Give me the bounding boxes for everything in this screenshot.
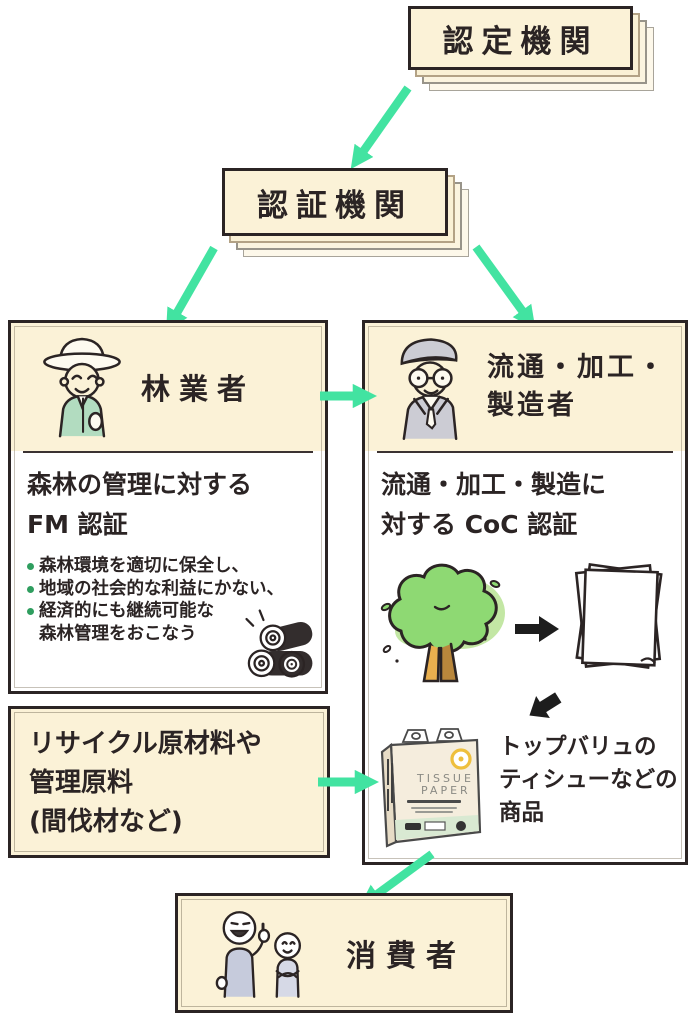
manufacturer-illustration (400, 338, 458, 440)
black-arrow-right-icon (515, 616, 559, 642)
consumer-label: 消費者 (346, 939, 466, 974)
materials-box: リサイクル原材料や 管理原料 (間伐材など) (8, 706, 330, 858)
list-item: 地域の社会的な利益にかない、 (27, 578, 311, 601)
black-arrow-down-left-icon (529, 692, 562, 719)
package-brand-line1: TISSUE (416, 772, 474, 785)
fm-cert-title-line1: 森林の管理に対する (27, 470, 253, 499)
bullet-text-continued: 森林管理をおこなう (39, 623, 197, 644)
manufacturer-label-line1: 流通・加工・ (487, 352, 667, 383)
product-caption-line2: ティシューなどの (499, 767, 678, 793)
certification-box: 認証機関 (222, 168, 448, 236)
arrow-materials-to-manufacturer (318, 769, 380, 795)
certification-node: 認証機関 (222, 168, 471, 260)
arrow-forestry-to-manufacturer (320, 383, 378, 409)
product-caption-line1: トップバリュの (499, 734, 657, 760)
bullet-icon (27, 585, 34, 593)
coc-cert-title-line2: 対する CoC 認証 (381, 510, 578, 539)
paper-stack-illustration (574, 562, 663, 670)
consumers-illustration (215, 911, 302, 998)
logs-illustration (245, 609, 313, 678)
forestry-panel-body: 森林の管理に対する FM 認証 森林環境を適切に保全し、 地域の社会的な利益にか… (11, 453, 325, 688)
tissue-package-illustration: TISSUE PAPER (380, 728, 482, 848)
arrow-certification-to-forestry (166, 245, 218, 332)
bullet-text: 森林環境を適切に保全し、 (39, 556, 249, 576)
forestry-label: 林業者 (141, 372, 256, 406)
fm-cert-title-line2: FM 認証 (27, 510, 128, 539)
certification-label: 認証機関 (257, 187, 413, 224)
manufacturer-panel-body: 流通・加工・製造に 対する CoC 認証 (365, 453, 685, 859)
manufacturer-label-line2: 製造者 (487, 390, 577, 421)
forestry-worker-illustration (43, 337, 121, 438)
list-item: 経済的にも継続可能な (27, 600, 311, 623)
manufacturer-panel-header: 流通・加工・ 製造者 (365, 323, 685, 451)
panel-divider (377, 451, 673, 453)
manufacturer-panel: 流通・加工・ 製造者 流通・加工・製造に 対する CoC 認証 (362, 320, 688, 865)
arrow-certification-to-manufacturer (472, 244, 536, 330)
materials-line2: 管理原料 (29, 768, 134, 798)
fm-cert-bullets: 森林環境を適切に保全し、 地域の社会的な利益にかない、 経済的にも継続可能な 森… (27, 555, 311, 645)
panel-divider (23, 451, 313, 453)
accreditation-node: 認定機関 (408, 6, 656, 94)
bullet-icon (27, 608, 34, 615)
coc-cert-title-line1: 流通・加工・製造に (381, 470, 607, 499)
list-item: 森林環境を適切に保全し、 (27, 555, 311, 578)
arrow-accreditation-to-certification (350, 85, 412, 170)
consumer-box: 消費者 (175, 893, 513, 1013)
forestry-panel-header: 林業者 (11, 323, 325, 451)
manufacturer-label: 流通・加工・ 製造者 (487, 349, 667, 425)
materials-line3: (間伐材など) (29, 807, 183, 837)
materials-line1: リサイクル原材料や (29, 729, 262, 759)
bullet-icon (27, 563, 34, 570)
product-caption-line3: 商品 (499, 800, 545, 826)
arrow-manufacturer-to-consumer (359, 850, 435, 908)
package-brand-line2: PAPER (421, 784, 471, 797)
bullet-text: 経済的にも継続可能な (39, 601, 214, 621)
accreditation-label: 認定機関 (442, 23, 599, 60)
bullet-text: 地域の社会的な利益にかない、 (39, 578, 284, 599)
forestry-panel: 林業者 森林の管理に対する FM 認証 森林環境を適切に保全し、 地域の社会的な… (8, 320, 328, 694)
product-caption: トップバリュの ティシューなどの 商品 (499, 731, 687, 830)
accreditation-box: 認定機関 (408, 6, 633, 70)
tree-illustration (380, 563, 505, 683)
materials-text: リサイクル原材料や 管理原料 (間伐材など) (11, 709, 327, 858)
